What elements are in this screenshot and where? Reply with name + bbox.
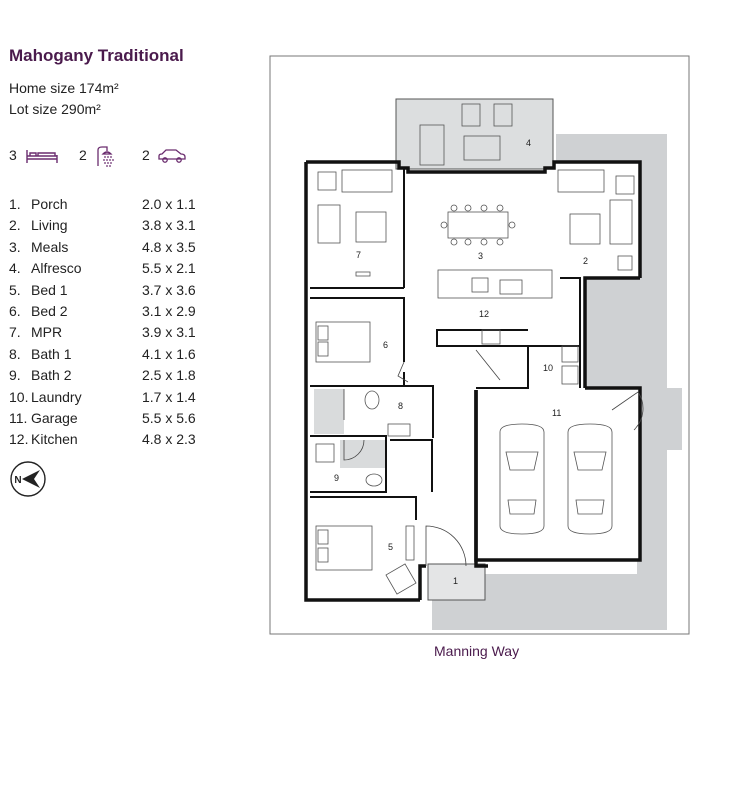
bath1-floor [314, 389, 344, 434]
porch-area [427, 563, 486, 601]
garage-count: 2 [142, 147, 150, 163]
shower-icon [97, 146, 114, 167]
room-label-laundry: 10 [543, 363, 553, 373]
compass-north-label: N [14, 475, 21, 486]
bed-icon [26, 150, 58, 163]
home-size: Home size 174m² [9, 80, 119, 96]
room-label-living: 2 [583, 256, 588, 266]
room-label-bath1: 8 [398, 401, 403, 411]
paved-area [432, 134, 682, 630]
feature-icons: 3 2 2 [9, 146, 209, 167]
room-label-garage: 11 [552, 408, 561, 418]
room-label-porch: 1 [453, 576, 458, 586]
lot-boundary [269, 55, 690, 635]
car-icon [499, 423, 613, 535]
house-title: Mahogany Traditional [9, 46, 184, 65]
room-label-bed2: 6 [383, 340, 388, 350]
car-icon [158, 149, 186, 163]
room-label-meals: 3 [478, 251, 483, 261]
lot-size: Lot size 290m² [9, 101, 101, 117]
room-label-kitchen: 12 [479, 309, 489, 319]
room-label-mpr: 7 [356, 250, 361, 260]
bedroom-count: 3 [9, 147, 17, 163]
room-label-alfresco: 4 [526, 138, 531, 148]
room-label-bed1: 5 [388, 542, 393, 552]
bath2-floor [340, 440, 385, 468]
furniture [315, 103, 635, 595]
street-name: Manning Way [434, 643, 520, 659]
room-label-bath2: 9 [334, 473, 339, 483]
compass-icon: N [10, 461, 46, 497]
alfresco-area [395, 98, 554, 170]
bathroom-count: 2 [79, 147, 87, 163]
